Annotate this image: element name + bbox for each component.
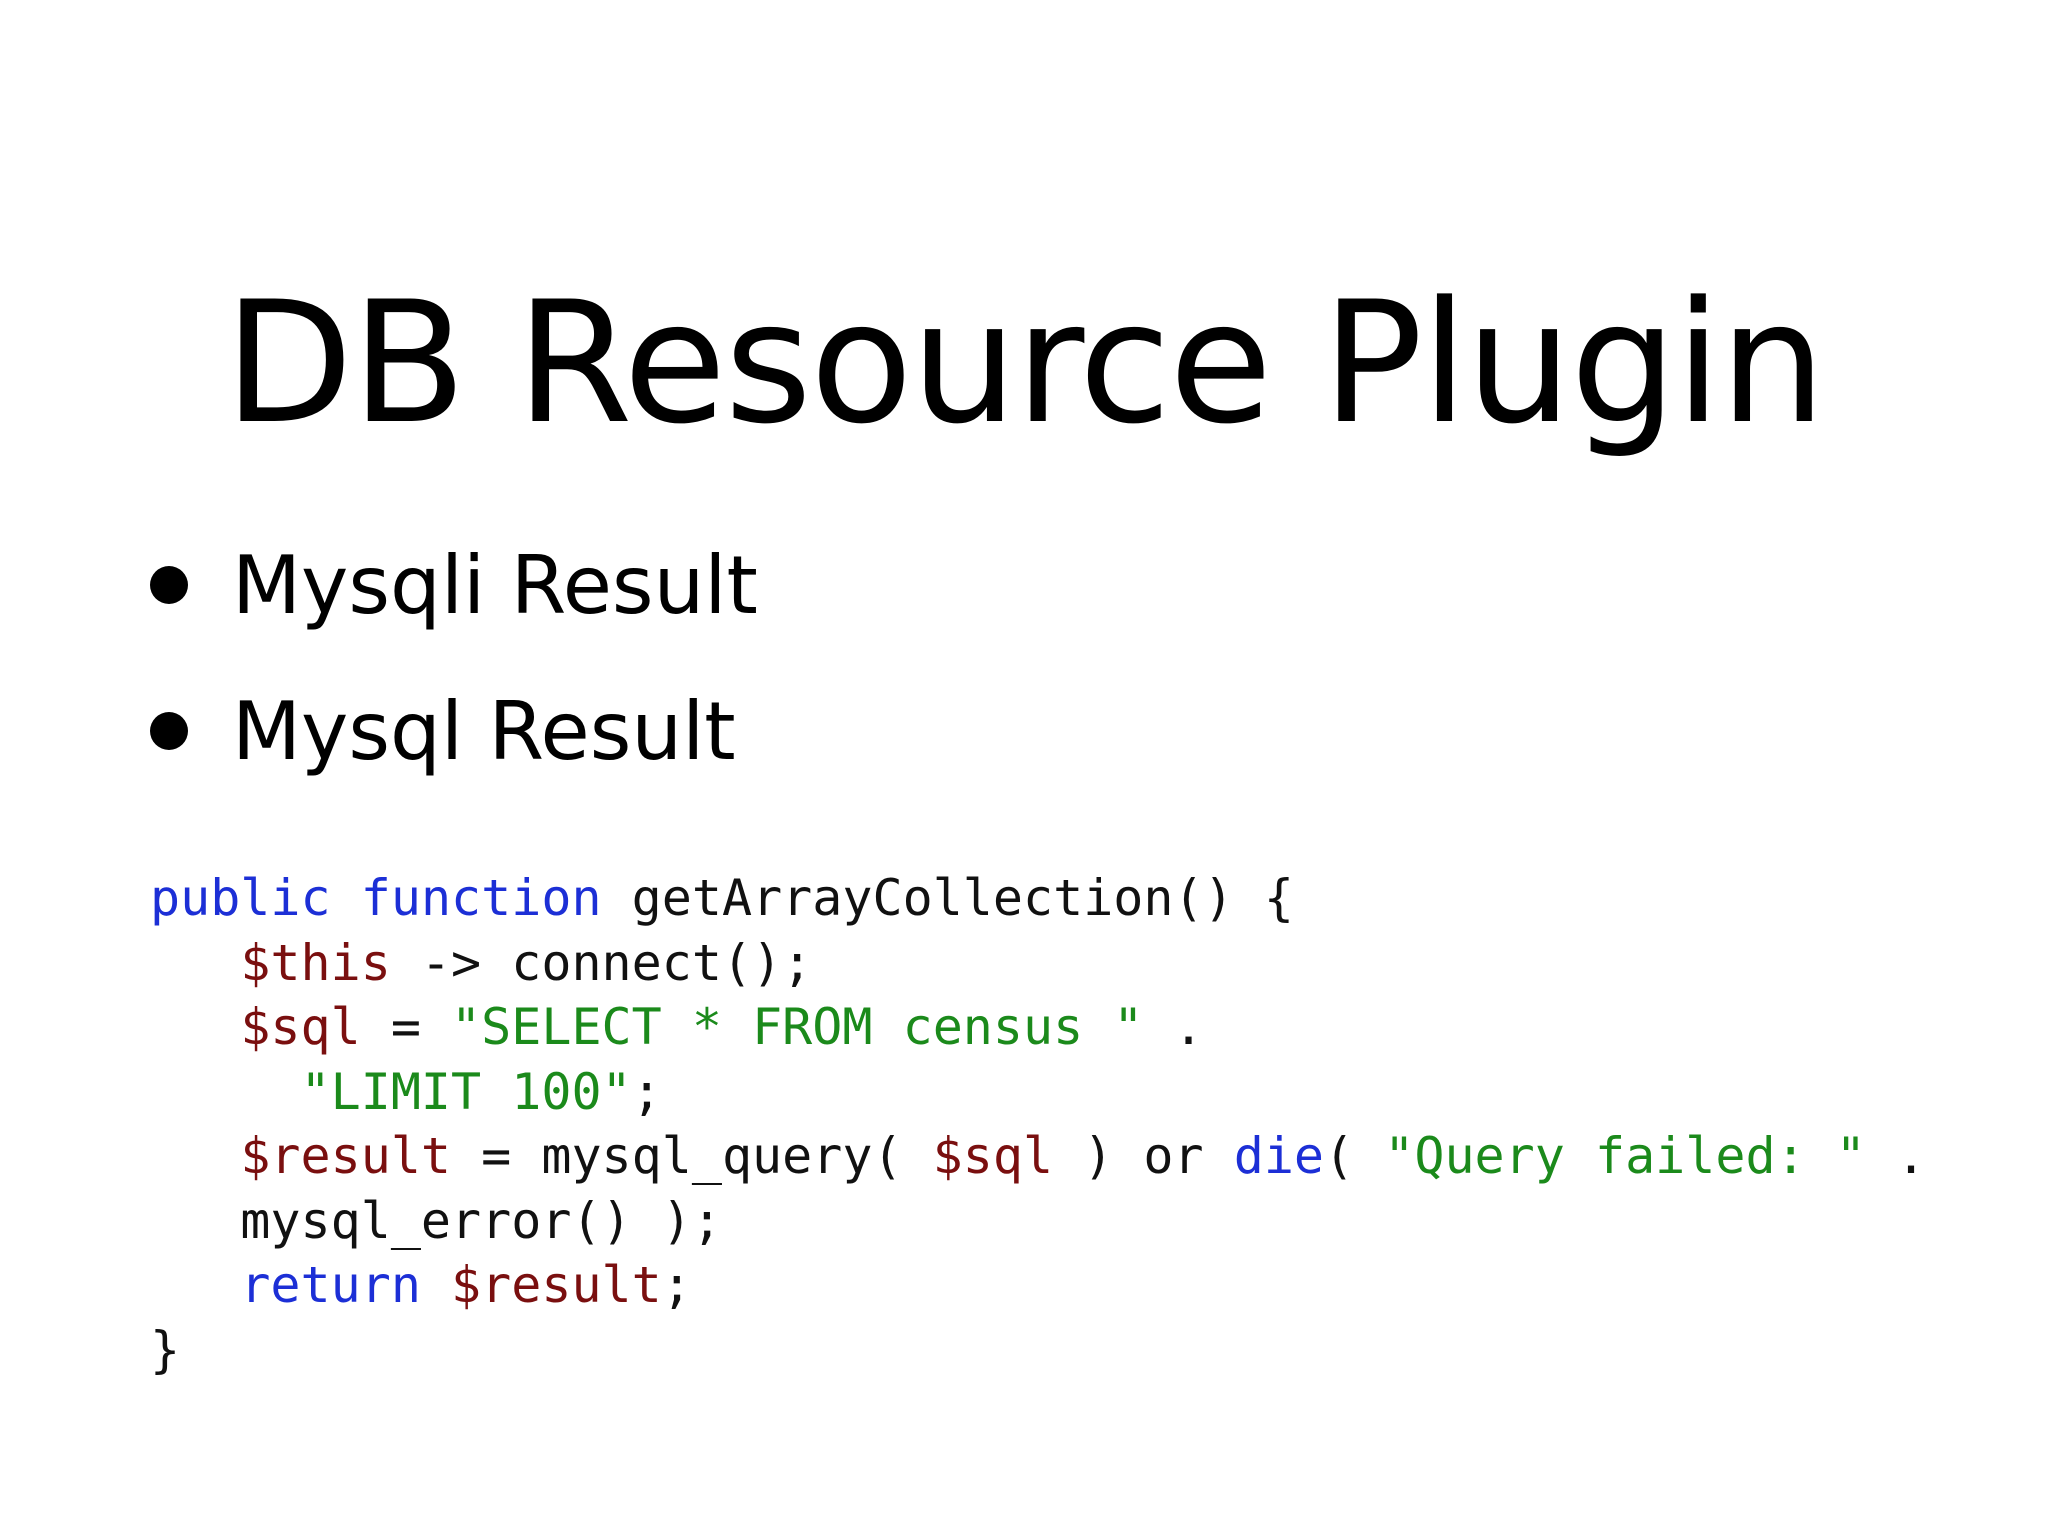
- code-block: public function getArrayCollection() { $…: [150, 866, 1926, 1382]
- code-token-str: "SELECT * FROM census ": [451, 998, 1144, 1056]
- code-line: }: [150, 1318, 1926, 1383]
- bullet-item: Mysqli Result: [150, 512, 758, 658]
- code-token-kw: die: [1233, 1127, 1325, 1185]
- code-token-var: $result: [240, 1127, 452, 1185]
- code-token-str: "Query failed: ": [1384, 1127, 1866, 1185]
- code-token-plain: ;: [631, 1062, 662, 1121]
- code-line: $sql = "SELECT * FROM census " .: [150, 995, 1926, 1060]
- code-token-plain: [150, 934, 240, 992]
- code-token-plain: [150, 1127, 240, 1185]
- bullet-item: Mysql Result: [150, 658, 758, 804]
- code-token-kw: public: [150, 869, 331, 927]
- bullet-text: Mysql Result: [232, 684, 736, 778]
- code-token-plain: (: [1324, 1127, 1385, 1185]
- code-token-plain: = mysql_query(: [451, 1127, 933, 1185]
- code-token-kw: return: [240, 1256, 421, 1314]
- code-token-plain: getArrayCollection() {: [601, 869, 1294, 927]
- bullet-dot-icon: [150, 566, 188, 604]
- code-token-plain: .: [1865, 1127, 1927, 1185]
- code-line: $this -> connect();: [150, 931, 1926, 996]
- code-token-plain: [421, 1256, 451, 1314]
- code-token-plain: mysql_error() );: [150, 1191, 722, 1250]
- code-line: public function getArrayCollection() {: [150, 866, 1926, 931]
- code-line: "LIMIT 100";: [150, 1060, 1926, 1125]
- slide-title: DB Resource Plugin: [223, 264, 1826, 461]
- code-token-plain: ;: [661, 1256, 692, 1314]
- code-token-var: $this: [240, 933, 391, 992]
- code-line: return $result;: [150, 1253, 1926, 1318]
- code-line: $result = mysql_query( $sql ) or die( "Q…: [150, 1124, 1926, 1189]
- code-token-var: $sql: [240, 998, 361, 1056]
- code-token-plain: =: [360, 998, 452, 1056]
- bullet-dot-icon: [150, 712, 188, 750]
- code-token-plain: ) or: [1053, 1127, 1234, 1185]
- code-token-plain: .: [1143, 998, 1204, 1056]
- bullet-text: Mysqli Result: [232, 538, 758, 632]
- code-token-plain: [331, 869, 361, 927]
- code-token-var: $result: [451, 1256, 662, 1314]
- code-token-str: "LIMIT 100": [300, 1062, 632, 1121]
- code-token-var: $sql: [932, 1127, 1054, 1185]
- code-token-plain: }: [150, 1320, 181, 1379]
- code-token-kw: function: [360, 869, 602, 927]
- bullet-list: Mysqli Result Mysql Result: [150, 512, 758, 804]
- code-token-plain: [150, 1256, 240, 1314]
- code-token-plain: [150, 1063, 301, 1121]
- code-token-plain: [150, 998, 240, 1056]
- code-token-plain: -> connect();: [390, 933, 813, 992]
- code-line: mysql_error() );: [150, 1189, 1926, 1254]
